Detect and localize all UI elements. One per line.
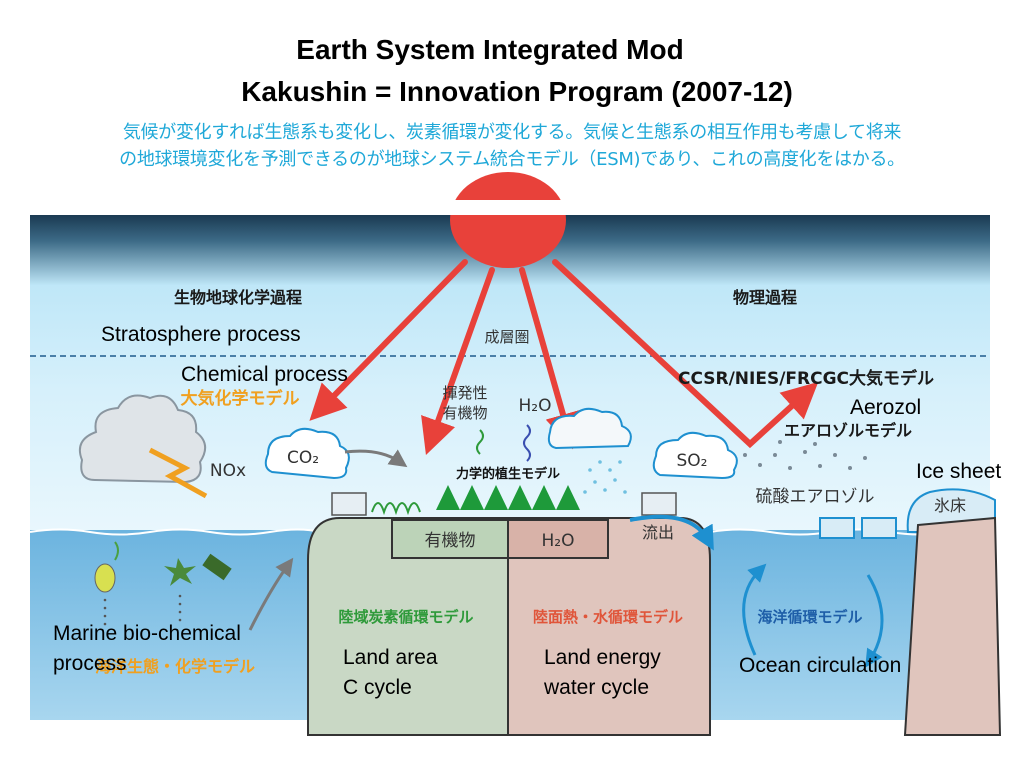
aerosol-model-label: エアロゾルモデル bbox=[784, 421, 912, 440]
arrow-to-aerosol bbox=[552, 259, 819, 449]
ice-block-1 bbox=[819, 517, 855, 539]
page-title: Earth System Integrated Mod bbox=[296, 34, 684, 65]
nox-label: NOx bbox=[210, 461, 246, 481]
organic-label: 有機物 bbox=[425, 531, 476, 551]
ice-sheet-label-jp: 氷床 bbox=[934, 496, 966, 515]
chimney-left bbox=[331, 492, 367, 516]
h2o-box bbox=[507, 519, 609, 559]
chimney-right bbox=[641, 492, 677, 516]
rain-cloud-icon bbox=[547, 407, 632, 450]
so2-label: SO₂ bbox=[677, 451, 708, 471]
stratosphere-process-label: Stratosphere process bbox=[101, 323, 301, 346]
h2o-squiggle bbox=[523, 424, 531, 462]
h2o-vapor-label: H₂O bbox=[519, 396, 552, 416]
co2-label: CO₂ bbox=[287, 448, 319, 468]
page-subtitle: Kakushin = Innovation Program (2007-12) bbox=[241, 76, 793, 107]
ice-shelf bbox=[903, 516, 1002, 736]
sinking-dots bbox=[103, 594, 182, 626]
plankton-tail bbox=[114, 541, 119, 561]
ice-block-2 bbox=[861, 517, 897, 539]
atmos-chem-model-label: 大気化学モデル bbox=[181, 388, 300, 409]
land-carbon-model-label: 陸域炭素循環モデル bbox=[338, 608, 473, 626]
ocean-model-label: 海洋循環モデル bbox=[757, 608, 862, 626]
rain-dots bbox=[583, 460, 627, 494]
arrow-to-cloud bbox=[519, 267, 581, 450]
so2-cloud-icon bbox=[652, 431, 738, 480]
volatile-organic-label-1: 揮発性 bbox=[442, 384, 487, 402]
diatom-icon bbox=[164, 558, 196, 586]
sun-icon bbox=[450, 172, 566, 268]
co2-flow-arrow bbox=[344, 449, 408, 468]
arrow-to-co2 bbox=[309, 259, 468, 421]
arrow-to-vegetation bbox=[421, 267, 495, 455]
aerosol-dots bbox=[743, 440, 867, 470]
marine-model-label: 海洋生態・化学モデル bbox=[95, 657, 255, 676]
ocean-circulation-label: Ocean circulation bbox=[739, 654, 902, 677]
voc-squiggle bbox=[476, 429, 484, 455]
biogeochem-header: 生物地球化学過程 bbox=[174, 288, 302, 307]
marine-process-label: Marine bio-chemical process bbox=[53, 622, 241, 675]
ice-sheet-label: Ice sheet bbox=[916, 460, 1002, 483]
vegetation-trees bbox=[436, 485, 580, 510]
ocean-circulation-arrow-right bbox=[865, 574, 884, 668]
description-line-2: の地球環境変化を予測できるのが地球システム統合モデル（ESM)であり、これの高度… bbox=[119, 149, 905, 170]
physical-header: 物理過程 bbox=[733, 288, 797, 307]
lightning-icon bbox=[148, 447, 208, 499]
land-c-cycle-label: Land area C cycle bbox=[343, 646, 438, 699]
land-carbon-block bbox=[307, 517, 509, 736]
sediment-icon bbox=[202, 553, 232, 581]
marine-upwelling-arrow bbox=[248, 557, 294, 631]
plankton-icon bbox=[94, 563, 116, 593]
runoff-arrow bbox=[629, 514, 714, 551]
description-line-1: 気候が変化すれば生態系も変化し、炭素循環が変化する。気候と生態系の相互作用も考慮… bbox=[122, 122, 902, 143]
chemical-process-label: Chemical process bbox=[181, 363, 348, 386]
land-heat-model-label: 陸面熱・水循環モデル bbox=[533, 608, 683, 626]
sulfate-aerosol-label: 硫酸エアロゾル bbox=[756, 487, 875, 507]
h2o-box-label: H₂O bbox=[542, 531, 575, 551]
dynamic-veg-label: 力学的植生モデル bbox=[456, 466, 560, 482]
ccsr-model-label: CCSR/NIES/FRCGC大気モデル bbox=[678, 368, 934, 389]
aerozol-label: Aerozol bbox=[850, 396, 922, 419]
stratosphere-label-jp: 成層圏 bbox=[484, 328, 529, 346]
co2-cloud-icon bbox=[264, 427, 350, 480]
volatile-organic-label-2: 有機物 bbox=[442, 404, 487, 422]
grass-icon bbox=[371, 502, 421, 516]
land-energy-label: Land energy water cycle bbox=[544, 646, 661, 699]
ocean-circulation-arrow-left bbox=[742, 563, 767, 656]
radiation-arrows bbox=[309, 259, 819, 455]
runoff-label: 流出 bbox=[642, 523, 674, 542]
